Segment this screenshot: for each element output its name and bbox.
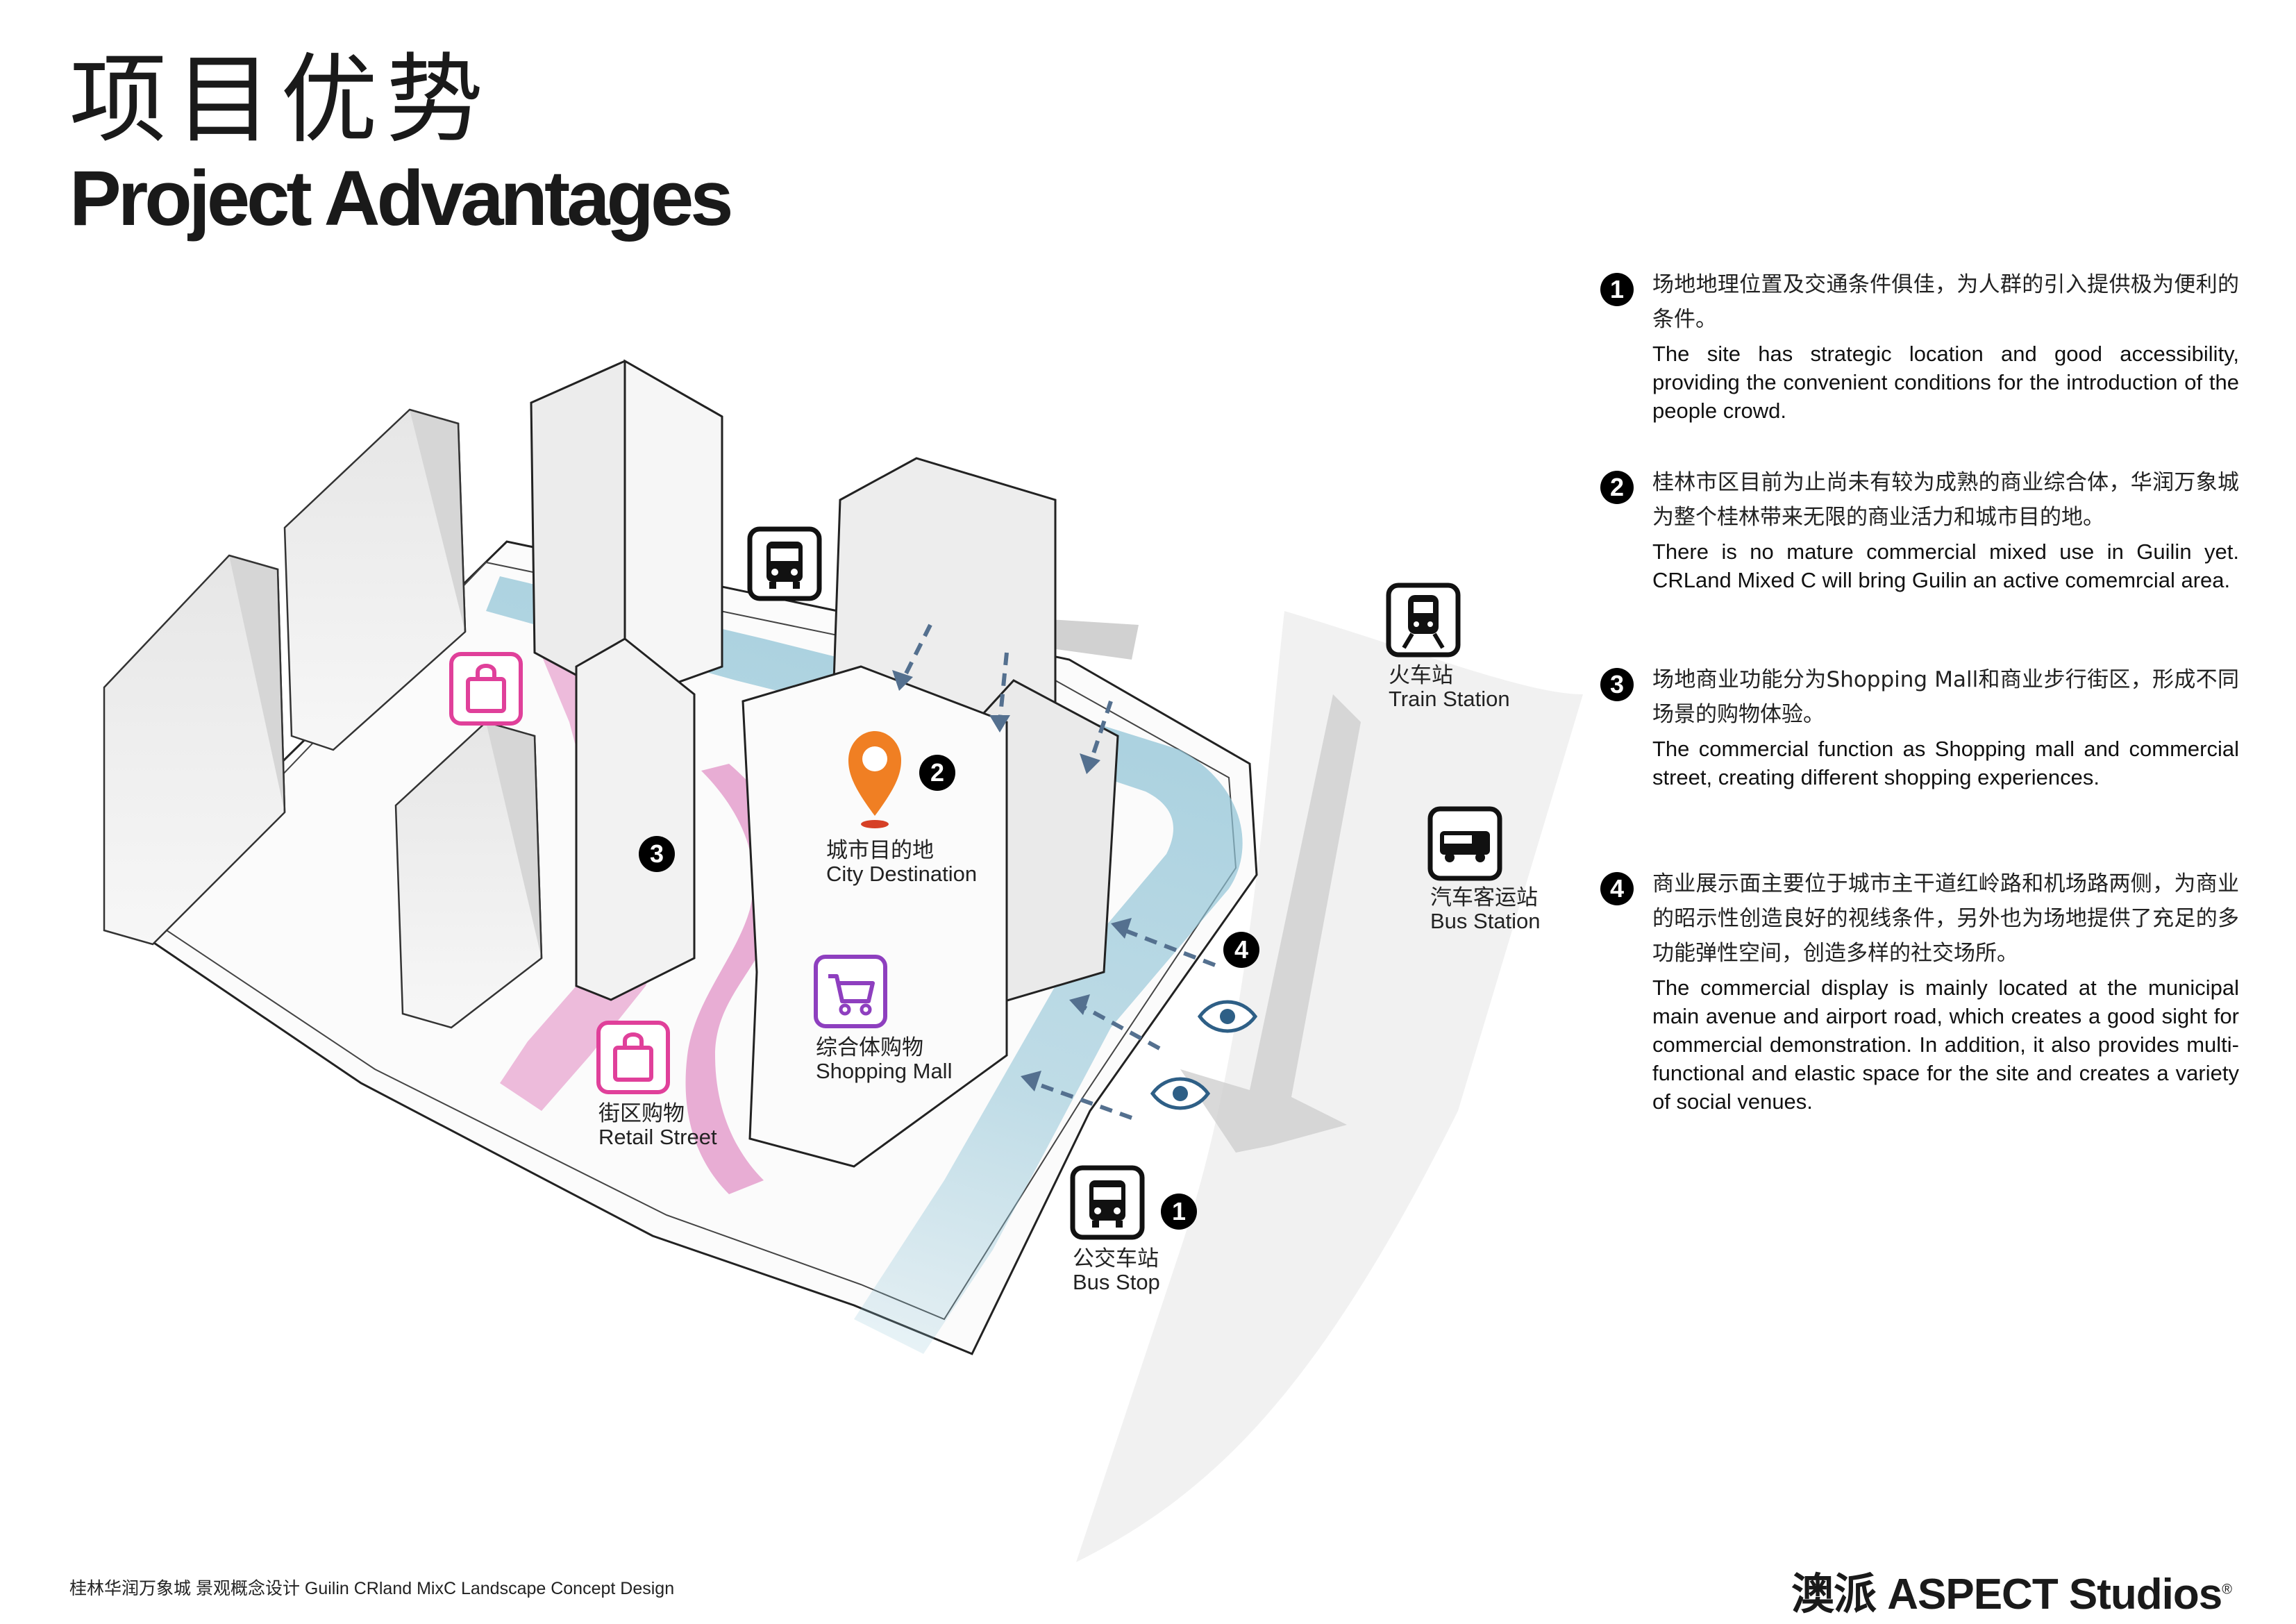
train-station-label-en: Train Station	[1389, 687, 1510, 711]
marker-1: 1	[1161, 1194, 1197, 1230]
page-title-cn: 项目优势	[69, 44, 492, 157]
bus-station-label-en: Bus Station	[1430, 909, 1541, 933]
city-destination-label-cn: 城市目的地	[826, 838, 934, 862]
advantage-text-en: The commercial display is mainly located…	[1652, 976, 2239, 1114]
bus-stop-label-cn: 公交车站	[1073, 1246, 1159, 1271]
eye-icon	[1197, 1000, 1258, 1033]
advantage-number: 1	[1600, 273, 1634, 306]
svg-text:1: 1	[1172, 1197, 1186, 1225]
advantage-item-3: 3 场地商业功能分为Shopping Mall和商业步行街区，形成不同场景的购物…	[1600, 662, 2239, 792]
advantage-text-en: The commercial function as Shopping mall…	[1652, 737, 2239, 789]
advantage-text-en: The site has strategic location and good…	[1652, 342, 2239, 423]
bus-icon	[1070, 1165, 1145, 1240]
advantage-item-2: 2 桂林市区目前为止尚未有较为成熟的商业综合体，华润万象城为整个桂林带来无限的商…	[1600, 465, 2239, 594]
residential-towers	[103, 408, 543, 1029]
sight-arrows	[900, 623, 1216, 1120]
shopping-mall-label-en: Shopping Mall	[816, 1059, 952, 1083]
location-pin-icon	[848, 731, 901, 828]
coach-icon	[1427, 806, 1502, 881]
svg-text:3: 3	[650, 839, 664, 868]
retail-street-label-en: Retail Street	[598, 1125, 717, 1149]
advantage-text-cn: 场地商业功能分为Shopping Mall和商业步行街区，形成不同场景的购物体验…	[1652, 667, 2239, 727]
bus-stop-label-en: Bus Stop	[1073, 1270, 1160, 1294]
footer-brand: 澳派 ASPECT Studios®	[1791, 1559, 2232, 1621]
advantage-text-cn: 桂林市区目前为止尚未有较为成熟的商业综合体，华润万象城为整个桂林带来无限的商业活…	[1652, 470, 2239, 530]
page-title-en: Project Advantages	[69, 155, 734, 242]
retail-street-label-cn: 街区购物	[598, 1101, 685, 1125]
shopping-bag-icon	[596, 1021, 670, 1094]
grey-arrow-lower	[1180, 694, 1361, 1153]
bus-station-label-cn: 汽车客运站	[1430, 885, 1538, 910]
footer-project-name: 桂林华润万象城 景观概念设计 Guilin CRland MixC Landsc…	[69, 1579, 675, 1598]
advantage-item-4: 4 商业展示面主要位于城市主干道红岭路和机场路两侧，为商业的昭示性创造良好的视线…	[1600, 867, 2239, 1116]
shopping-cart-icon	[814, 955, 887, 1028]
train-station-label-cn: 火车站	[1389, 663, 1453, 687]
advantage-number: 4	[1600, 872, 1634, 905]
brand-name: 澳派 ASPECT Studios	[1791, 1571, 2222, 1618]
city-destination-label-en: City Destination	[826, 862, 977, 886]
eye-icon	[1150, 1077, 1211, 1110]
marker-2: 2	[919, 755, 955, 791]
mall-buildings	[530, 359, 1119, 1168]
advantage-number: 3	[1600, 668, 1634, 701]
bus-icon	[747, 526, 822, 601]
marker-4: 4	[1223, 932, 1259, 968]
shopping-mall-label-cn: 综合体购物	[816, 1035, 923, 1060]
svg-text:4: 4	[1234, 935, 1248, 964]
advantage-text-en: There is no mature commercial mixed use …	[1652, 539, 2239, 592]
marker-3: 3	[639, 836, 675, 872]
advantages-panel: 1 场地地理位置及交通条件俱佳，为人群的引入提供极为便利的条件。 The sit…	[1600, 267, 2239, 1116]
advantage-text-cn: 场地地理位置及交通条件俱佳，为人群的引入提供极为便利的条件。	[1652, 272, 2239, 332]
sight-arrowheads	[892, 670, 1132, 1091]
train-icon	[1386, 583, 1461, 658]
svg-text:2: 2	[930, 758, 944, 787]
registered-mark: ®	[2222, 1582, 2232, 1598]
advantage-item-1: 1 场地地理位置及交通条件俱佳，为人群的引入提供极为便利的条件。 The sit…	[1600, 267, 2239, 425]
advantage-text-cn: 商业展示面主要位于城市主干道红岭路和机场路两侧，为商业的昭示性创造良好的视线条件…	[1652, 871, 2239, 966]
shopping-bag-icon	[449, 652, 523, 726]
advantage-number: 2	[1600, 471, 1634, 504]
